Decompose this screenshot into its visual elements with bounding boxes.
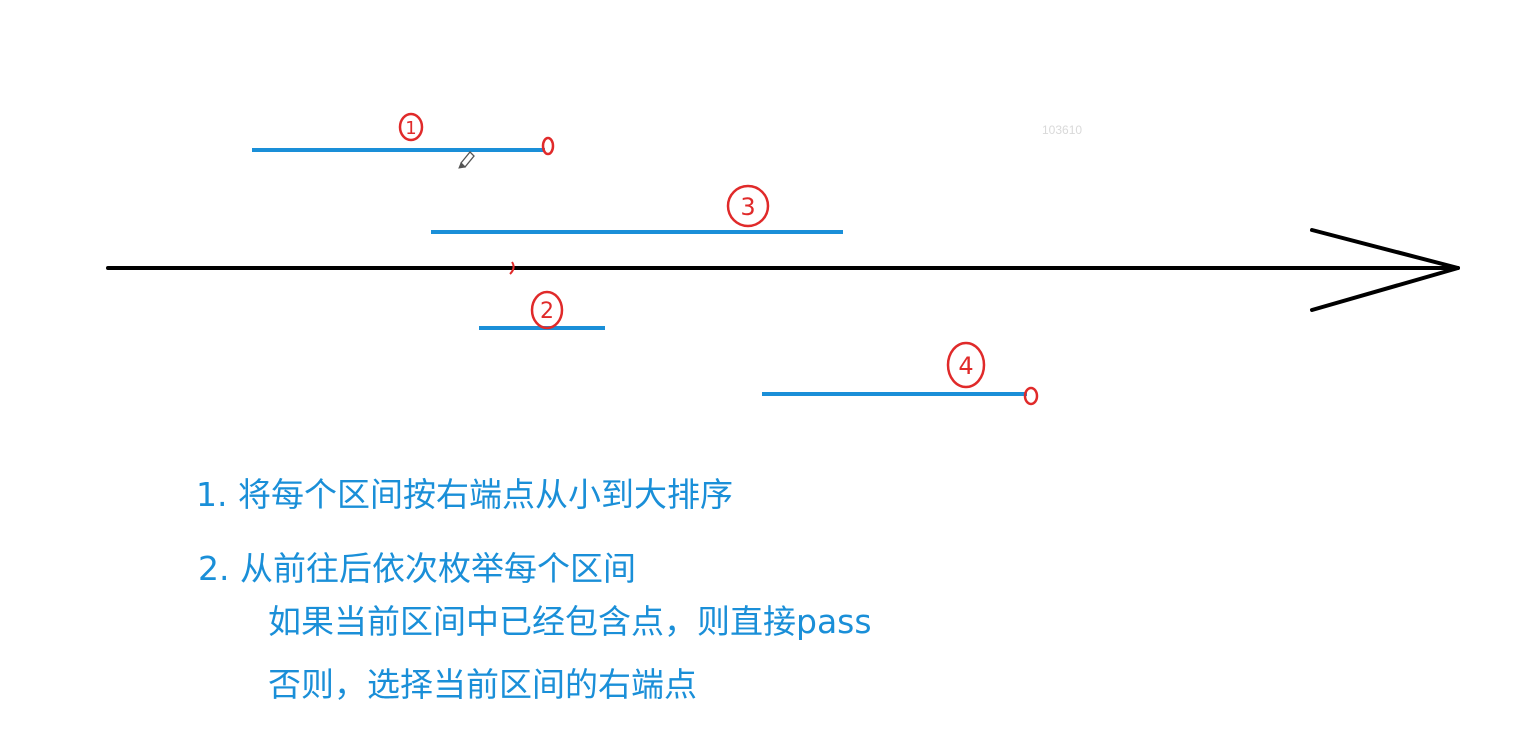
- interval-4-label: 4: [958, 352, 973, 380]
- interval-1-label: 1: [405, 118, 416, 139]
- interval-4-right-point: [1023, 386, 1039, 406]
- step-2-sub-1-text: 如果当前区间中已经包含点，则直接pass: [268, 602, 872, 641]
- axis-arrowhead: [1310, 228, 1460, 312]
- interval-1-right-point: [541, 136, 555, 156]
- interval-4-label-circle: [946, 341, 986, 389]
- watermark: 103610: [1042, 123, 1083, 137]
- interval-3-label: 3: [740, 193, 755, 221]
- step-2-text: 2. 从前往后依次枚举每个区间: [198, 549, 636, 588]
- interval-2-label-circle: [530, 290, 564, 330]
- step-1-text: 1. 将每个区间按右端点从小到大排序: [196, 475, 733, 514]
- pen-cursor-icon: [458, 151, 475, 169]
- interval-3-label-circle: [726, 184, 770, 228]
- interval-1-label-circle: [398, 112, 424, 142]
- stray-mark: [509, 261, 515, 275]
- interval-2-label: 2: [540, 299, 554, 324]
- step-2-sub-2-text: 否则，选择当前区间的右端点: [268, 665, 697, 704]
